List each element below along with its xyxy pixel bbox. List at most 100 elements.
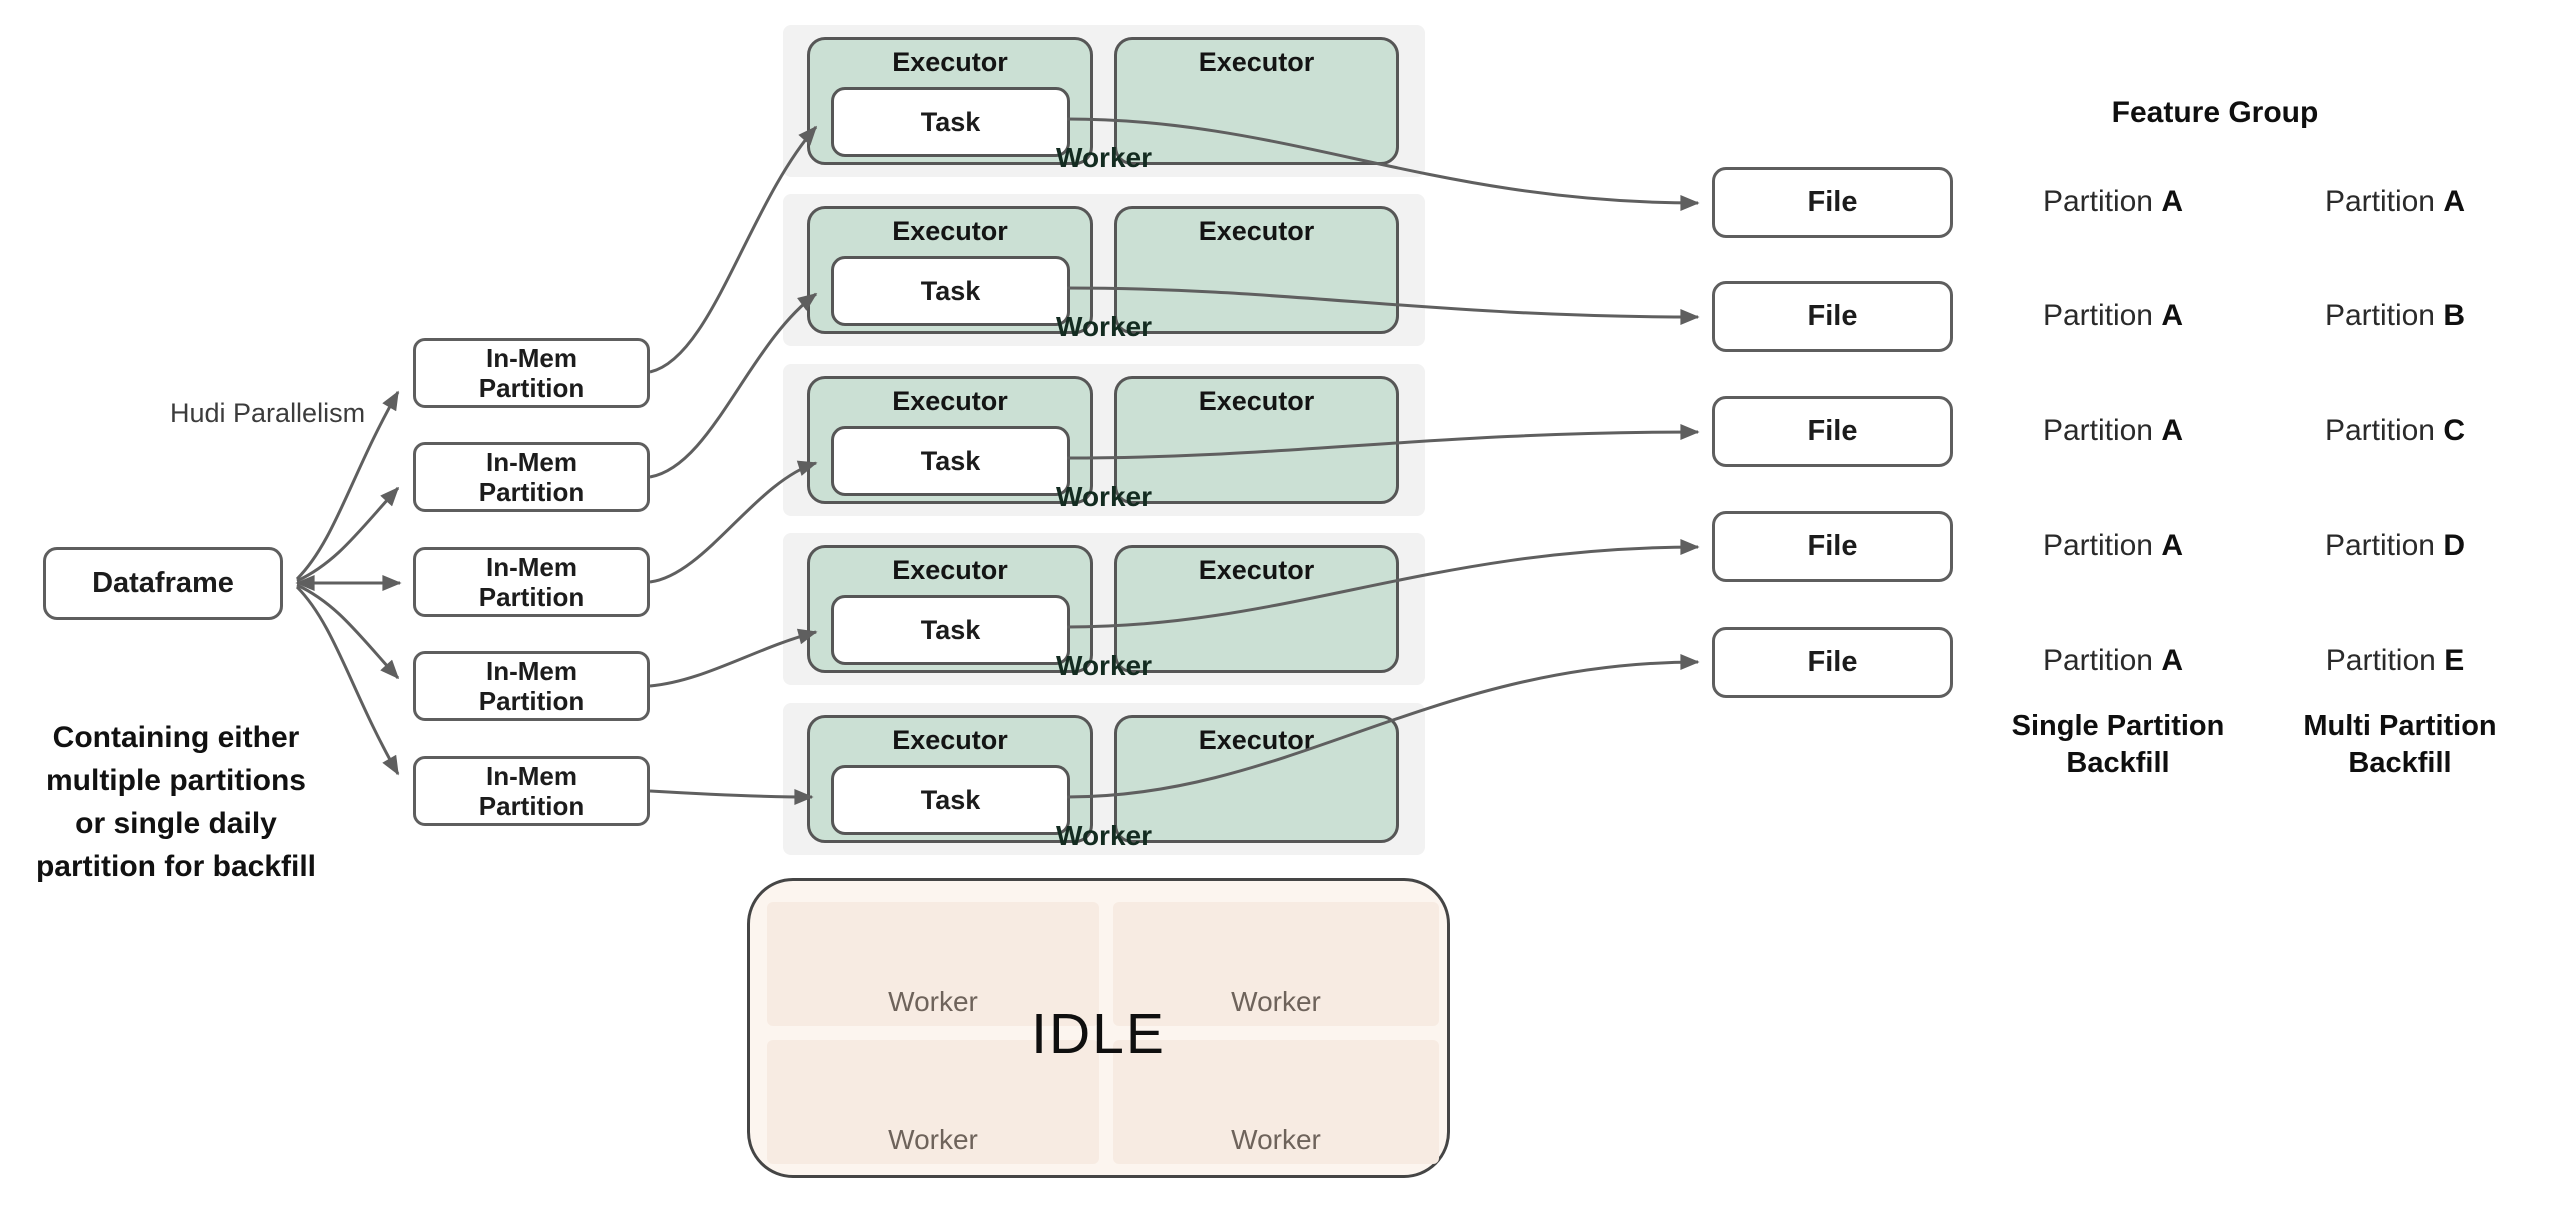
backfill-line: Backfill (2348, 747, 2452, 779)
idle-worker-label: Worker (888, 1124, 978, 1155)
executor-label: Executor (1198, 216, 1315, 246)
executor-label: Executor (892, 555, 1008, 585)
idle-worker-label: Worker (1231, 986, 1321, 1017)
executor-label: Executor (892, 386, 1008, 416)
caption-line: Containing either (52, 721, 300, 754)
executor-label: Executor (1198, 386, 1315, 416)
task-node: Task (831, 765, 1070, 835)
worker-group-5: Executor Task Executor Worker (783, 703, 1425, 855)
worker-label: Worker (1056, 142, 1152, 173)
file-node-1: File (1712, 167, 1953, 238)
partition-word: Partition (2042, 529, 2153, 562)
executor-label: Executor (892, 47, 1008, 77)
connector-dataframe-partition2 (296, 486, 400, 583)
partition-word: Partition (2042, 185, 2153, 218)
feature-group-title: Feature Group (2111, 96, 2319, 129)
idle-worker-quadrant: Worker (1113, 1040, 1439, 1164)
partition-word: Partition (2324, 529, 2435, 562)
file-label: File (1807, 300, 1858, 332)
file-node-5: File (1712, 627, 1953, 698)
idle-worker-block: Worker Worker Worker Worker IDLE (747, 878, 1450, 1178)
inmem-line1: In-Mem (486, 656, 577, 686)
backfill-line: Backfill (2066, 747, 2170, 779)
task-label: Task (920, 445, 981, 476)
single-partition-backfill-label: Single Partition Backfill (1963, 708, 2273, 782)
inmem-line1: In-Mem (486, 343, 577, 373)
partition-word: Partition (2324, 299, 2435, 332)
executor-node: Executor Task (807, 545, 1093, 673)
multi-partition-backfill-label: Multi Partition Backfill (2245, 708, 2555, 782)
file-node-2: File (1712, 281, 1953, 352)
hudi-parallelism-label: Hudi Parallelism (170, 398, 366, 428)
worker-label: Worker (1056, 650, 1152, 681)
file-label: File (1807, 530, 1858, 562)
partition-letter: A (2161, 644, 2184, 677)
partition-letter: A (2443, 185, 2466, 218)
backfill-line: Single Partition (2011, 710, 2225, 742)
inmem-partition-node-1: In-Mem Partition (413, 338, 650, 408)
worker-label: Worker (1056, 481, 1152, 512)
partition-word: Partition (2042, 299, 2153, 332)
inmem-line1: In-Mem (486, 552, 577, 582)
executor-node: Executor Task (807, 376, 1093, 504)
partition-word: Partition (2324, 185, 2435, 218)
inmem-line2: Partition (478, 477, 585, 507)
partition-word: Partition (2042, 644, 2153, 677)
partition-letter: C (2443, 414, 2466, 447)
executor-node: Executor Task (807, 715, 1093, 843)
inmem-line1: In-Mem (486, 761, 577, 791)
executor-label: Executor (1198, 555, 1315, 585)
dataframe-label: Dataframe (92, 567, 234, 599)
task-label: Task (920, 106, 981, 137)
partition-letter: A (2161, 185, 2184, 218)
inmem-partition-node-3: In-Mem Partition (413, 547, 650, 617)
inmem-line1: In-Mem (486, 447, 577, 477)
caption-line: multiple partitions (45, 764, 306, 797)
partition-letter: A (2161, 529, 2184, 562)
partition-letter: D (2443, 529, 2466, 562)
executor-node: Executor Task (807, 206, 1093, 334)
worker-label: Worker (1056, 820, 1152, 851)
inmem-line2: Partition (478, 791, 585, 821)
partition-letter: A (2161, 414, 2184, 447)
task-label: Task (920, 784, 981, 815)
idle-worker-quadrant: Worker (1113, 902, 1439, 1026)
partition-letter: A (2161, 299, 2184, 332)
task-node: Task (831, 256, 1070, 326)
dataframe-node: Dataframe (43, 547, 283, 620)
executor-label: Executor (892, 725, 1008, 755)
connector-dataframe-partition4 (296, 583, 400, 680)
idle-worker-label: Worker (888, 986, 978, 1017)
worker-group-3: Executor Task Executor Worker (783, 364, 1425, 516)
executor-node: Executor Task (807, 37, 1093, 165)
backfill-line: Multi Partition (2303, 710, 2497, 742)
partition-word: Partition (2325, 644, 2436, 677)
idle-label: IDLE (1031, 1002, 1166, 1066)
partition-letter: E (2444, 644, 2465, 677)
inmem-partition-node-2: In-Mem Partition (413, 442, 650, 512)
file-node-3: File (1712, 396, 1953, 467)
inmem-partition-node-5: In-Mem Partition (413, 756, 650, 826)
task-node: Task (831, 87, 1070, 157)
task-node: Task (831, 426, 1070, 496)
inmem-line2: Partition (478, 373, 585, 403)
partition-letter: B (2443, 299, 2466, 332)
idle-worker-label: Worker (1231, 1124, 1321, 1155)
inmem-partition-node-4: In-Mem Partition (413, 651, 650, 721)
idle-worker-quadrant: Worker (767, 902, 1099, 1026)
executor-label: Executor (892, 216, 1008, 246)
worker-group-4: Executor Task Executor Worker (783, 533, 1425, 685)
executor-label: Executor (1198, 725, 1315, 755)
partition-word: Partition (2042, 414, 2153, 447)
partition-word: Partition (2324, 414, 2435, 447)
